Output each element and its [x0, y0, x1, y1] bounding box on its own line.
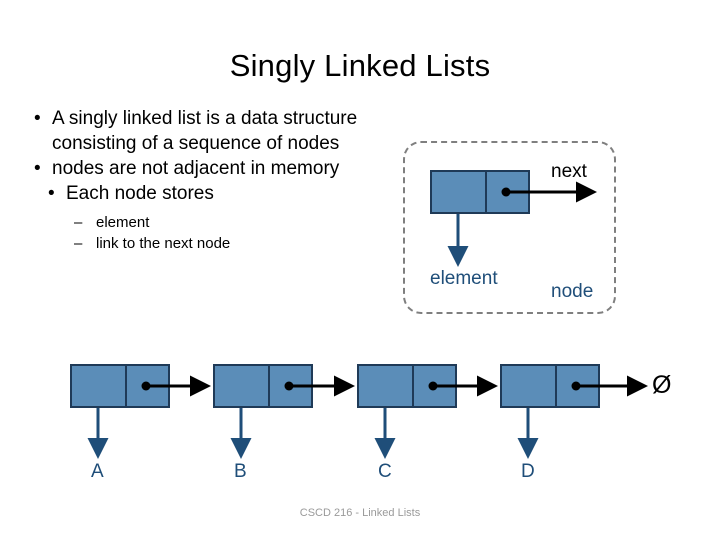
list-node-element-cell [500, 364, 557, 408]
node-value-label-c: C [378, 461, 392, 482]
page-title: Singly Linked Lists [229, 48, 491, 83]
next-label: next [551, 161, 587, 182]
list-node-element-cell [70, 364, 127, 408]
sub-bullet-text: link to the next node [96, 235, 231, 252]
dash-icon: – [74, 214, 83, 231]
dash-icon: – [74, 235, 83, 252]
list-node-link-cell [557, 364, 600, 408]
node-label: node [551, 281, 594, 302]
bullet-list: • A singly linked list is a data structu… [26, 106, 366, 254]
list-node-link-cell [414, 364, 457, 408]
node-value-label-b: B [234, 461, 247, 482]
bullet-text: nodes are not adjacent in memory [52, 158, 340, 179]
sub-bullet-item: – element [74, 212, 366, 233]
node-value-label-a: A [91, 461, 104, 482]
sub-bullet-item: – link to the next node [74, 233, 366, 254]
bullet-item: • Each node stores [26, 181, 366, 206]
list-node-link-cell [127, 364, 170, 408]
slide-footer: CSCD 216 - Linked Lists [299, 507, 421, 519]
element-label: element [430, 268, 498, 289]
sub-bullet-list: – element – link to the next node [74, 212, 366, 254]
sub-bullet-text: element [96, 214, 150, 231]
bullet-item: • A singly linked list is a data structu… [26, 106, 366, 156]
node-callout-box [403, 141, 616, 314]
list-node-element-cell [357, 364, 414, 408]
bullet-text: Each node stores [66, 183, 214, 204]
callout-node-element-cell [430, 170, 487, 214]
bullet-dot-icon: • [48, 183, 55, 204]
bullet-dot-icon: • [34, 108, 41, 129]
bullet-item: • nodes are not adjacent in memory [26, 156, 366, 181]
callout-node-link-cell [487, 170, 530, 214]
bullet-text: A singly linked list is a data structure… [52, 108, 358, 154]
node-value-label-d: D [521, 461, 535, 482]
bullet-dot-icon: • [34, 158, 41, 179]
list-node-element-cell [213, 364, 270, 408]
null-symbol-icon: Ø [652, 371, 672, 399]
list-node-link-cell [270, 364, 313, 408]
